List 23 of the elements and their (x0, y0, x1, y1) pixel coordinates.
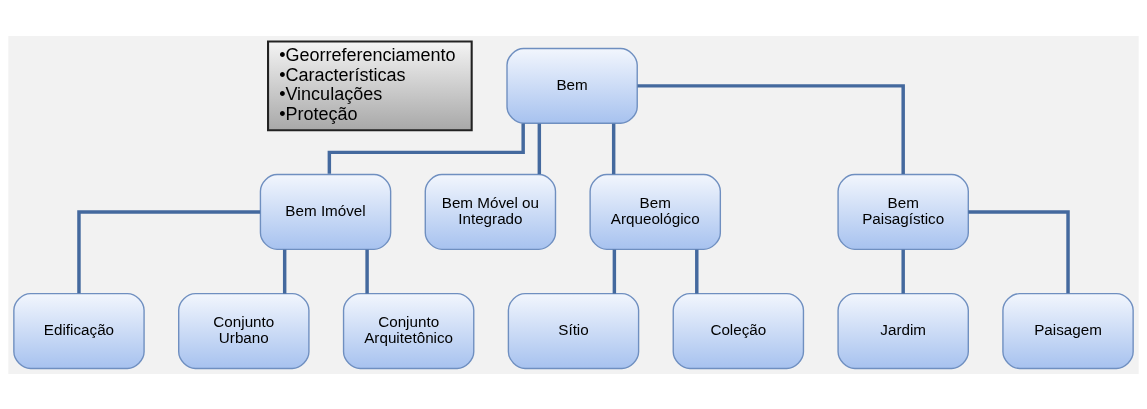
node-box: Bem Arqueológico (589, 173, 722, 250)
node-box: Bem Paisagístico (837, 173, 969, 250)
node-box: Bem (506, 47, 638, 124)
node-box: Paisagem (1002, 292, 1134, 369)
connector (695, 249, 699, 294)
connector (282, 249, 287, 294)
node-box: Bem Móvel ou Integrado (424, 173, 557, 250)
connector (612, 249, 617, 294)
node-box: •Georreferenciamento •Características •Vinculações •Proteção (267, 40, 473, 131)
connector (968, 209, 1070, 293)
node-box: Bem Imóvel (259, 173, 392, 250)
node-box: Conjunto Urbano (178, 292, 310, 369)
connector (77, 209, 261, 293)
connector (537, 123, 542, 174)
connector (611, 123, 616, 174)
connector (637, 83, 905, 174)
connector (365, 249, 369, 294)
node-box: Coleção (672, 292, 805, 369)
node-box: Edificação (13, 292, 145, 369)
node-box: Jardim (837, 292, 969, 369)
node-box: Conjunto Arquitetônico (342, 292, 475, 369)
connector (901, 249, 905, 294)
node-box: Sítio (507, 292, 640, 369)
